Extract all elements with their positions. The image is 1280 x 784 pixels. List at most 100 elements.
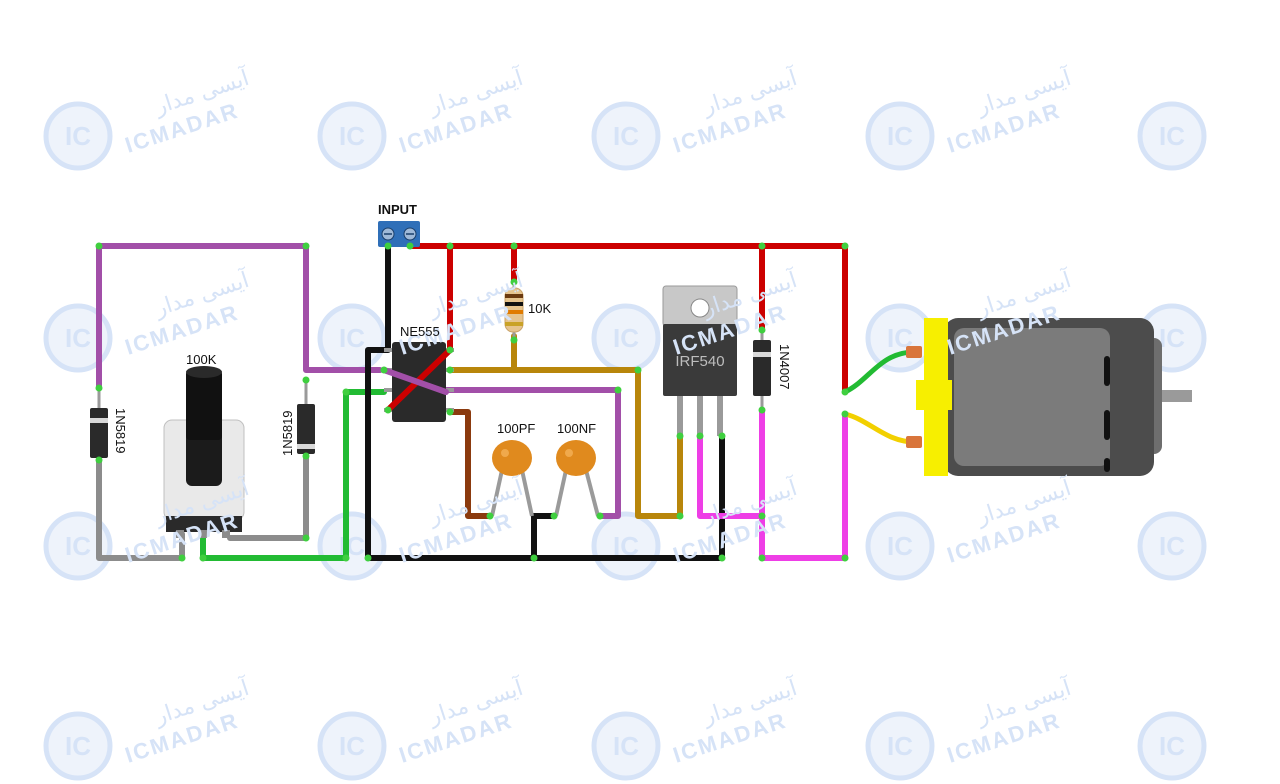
- capacitor-2-label: 100NF: [557, 421, 597, 436]
- diode-left-label: 1N5819: [113, 408, 128, 454]
- connection-dot: [510, 242, 518, 250]
- diode-right-label: 1N5819: [280, 410, 295, 456]
- connection-dot: [718, 554, 726, 562]
- watermark-logo-text: IC: [65, 531, 91, 561]
- connection-dot: [530, 554, 538, 562]
- watermark-logo-text: IC: [613, 323, 639, 353]
- potentiometer-100k: [163, 366, 245, 538]
- connection-dot: [676, 512, 684, 520]
- connection-dot: [550, 512, 558, 520]
- input-terminal: [378, 221, 420, 247]
- connection-dot: [486, 512, 494, 520]
- watermark-logo-icon: [317, 101, 387, 171]
- watermark-logo-icon: [1137, 101, 1207, 171]
- connection-dot: [302, 376, 310, 384]
- watermark-logo-icon: [43, 303, 113, 373]
- connection-dot: [510, 336, 518, 344]
- connection-dot: [446, 346, 454, 354]
- watermark-logo-text: IC: [339, 323, 365, 353]
- watermark-logo-text: IC: [1159, 121, 1185, 151]
- capacitor-1-label: 100PF: [497, 421, 536, 436]
- connection-dot: [384, 406, 392, 414]
- connection-dot: [199, 554, 207, 562]
- watermark-logo-icon: [865, 101, 935, 171]
- connection-points: [95, 242, 849, 562]
- connection-dot: [302, 534, 310, 542]
- connection-dot: [95, 242, 103, 250]
- diode-1n5819-left: [90, 388, 108, 462]
- wire-magenta-loop: [759, 407, 848, 561]
- connection-dot: [380, 366, 388, 374]
- wire-brown: [447, 409, 493, 519]
- mosfet-irf540: [662, 285, 738, 436]
- diode-1n5819-right: [297, 380, 315, 458]
- connection-dot: [406, 242, 414, 250]
- resistor-label: 10K: [528, 301, 552, 316]
- wire-black-input: [365, 243, 725, 561]
- watermark-logo-icon: [1137, 511, 1207, 581]
- flyback-diode-label: 1N4007: [777, 344, 792, 390]
- connection-dot: [758, 326, 766, 334]
- connection-dot: [446, 366, 454, 374]
- dc-motor-icon: [906, 318, 1192, 476]
- watermark-logo-text: IC: [887, 121, 913, 151]
- watermark-logo-icon: [1137, 711, 1207, 781]
- connection-dot: [95, 456, 103, 464]
- connection-dot: [446, 408, 454, 416]
- connection-dot: [841, 554, 849, 562]
- connection-dot: [302, 242, 310, 250]
- wire-gray-left: [96, 457, 185, 561]
- ne555-label: NE555: [400, 324, 440, 339]
- watermark-logo-icon: [865, 711, 935, 781]
- watermark-logo-icon: [591, 101, 661, 171]
- watermark-logo-icon: [43, 711, 113, 781]
- watermark-logo-text: IC: [613, 121, 639, 151]
- wire-motor-green: [842, 349, 918, 395]
- connection-dot: [510, 278, 518, 286]
- capacitor-100pf: [490, 440, 534, 517]
- watermark-logo-text: IC: [613, 731, 639, 761]
- watermark-logo-icon: [43, 101, 113, 171]
- connection-dot: [718, 432, 726, 440]
- connection-dot: [95, 384, 103, 392]
- connection-dot: [841, 388, 849, 396]
- diode-1n4007: [753, 330, 771, 410]
- connection-dot: [634, 366, 642, 374]
- resistor-10k: [504, 282, 524, 340]
- wire-gold: [447, 367, 683, 519]
- watermark-logo-icon: [43, 511, 113, 581]
- watermark-logo-text: IC: [65, 121, 91, 151]
- connection-dot: [758, 242, 766, 250]
- watermark-logo-text: IC: [65, 731, 91, 761]
- connection-dot: [596, 512, 604, 520]
- input-label: INPUT: [378, 202, 417, 217]
- connection-dot: [676, 432, 684, 440]
- connection-dot: [342, 388, 350, 396]
- watermark-logo-icon: [591, 511, 661, 581]
- wire-magenta-mosfet: [697, 433, 765, 519]
- watermark-logo-text: IC: [887, 531, 913, 561]
- connection-dot: [758, 554, 766, 562]
- connection-dot: [446, 242, 454, 250]
- connection-dot: [384, 242, 392, 250]
- connection-dot: [614, 386, 622, 394]
- watermark-logo-text: IC: [1159, 731, 1185, 761]
- watermark-logo-text: IC: [1159, 323, 1185, 353]
- connection-dot: [364, 554, 372, 562]
- watermark-logo-text: IC: [339, 121, 365, 151]
- potentiometer-label: 100K: [186, 352, 217, 367]
- capacitor-100nf: [554, 440, 600, 517]
- watermark-logo-text: IC: [339, 731, 365, 761]
- wire-black-cap: [531, 513, 557, 561]
- wire-motor-yellow: [842, 411, 918, 445]
- mosfet-body-text: IRF540: [675, 353, 724, 370]
- connection-dot: [758, 512, 766, 520]
- connection-dot: [696, 432, 704, 440]
- watermark-logo-text: IC: [887, 731, 913, 761]
- connection-dot: [302, 452, 310, 460]
- wire-purple-diagonal-top: [381, 367, 449, 395]
- watermark-logo-text: IC: [1159, 531, 1185, 561]
- connection-dot: [758, 406, 766, 414]
